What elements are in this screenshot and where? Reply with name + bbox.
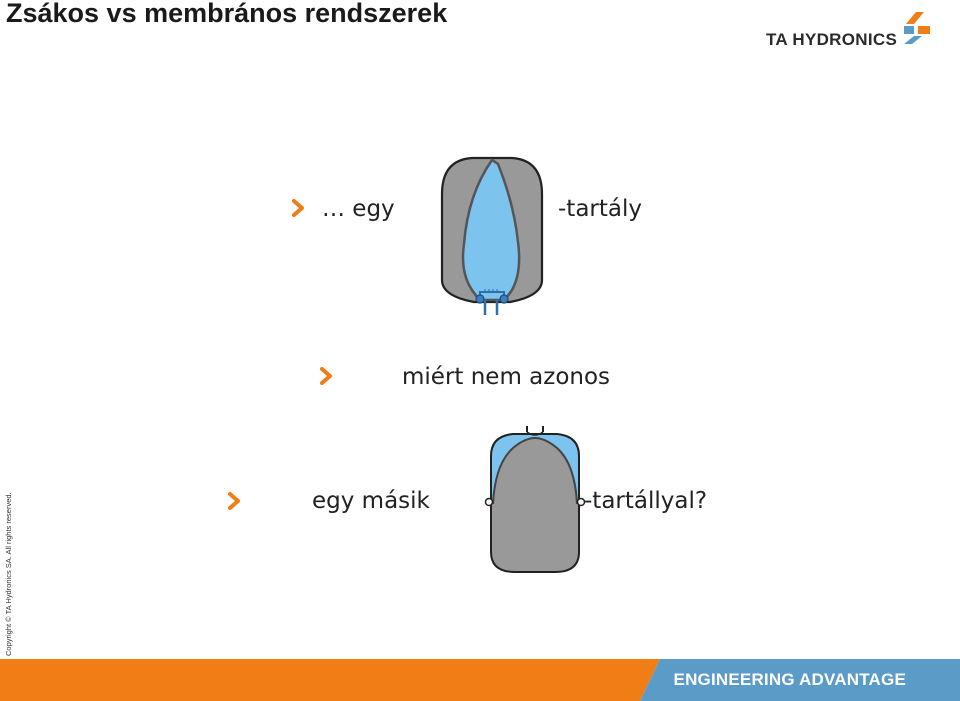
bullet-1-left-text: … egy bbox=[322, 196, 395, 222]
bullet-3-right-text: -tartállyal? bbox=[584, 488, 708, 514]
footer-bar bbox=[0, 659, 960, 701]
bullet-1-right-text: -tartály bbox=[558, 196, 642, 222]
slide-title: Zsákos vs membrános rendszerek bbox=[6, 0, 448, 28]
chevron-right-icon bbox=[320, 367, 332, 385]
copyright-notice: Copyright © TA Hydronics SA. All rights … bbox=[4, 492, 13, 656]
ta-hydronics-logo: TA HYDRONICS bbox=[766, 10, 936, 50]
membrane-tank-illustration bbox=[484, 426, 586, 573]
ta-hydronics-logo-icon bbox=[904, 12, 930, 44]
chevron-right-icon bbox=[228, 492, 240, 510]
logo-text: TA HYDRONICS bbox=[766, 30, 898, 49]
bag-tank-illustration bbox=[440, 156, 544, 315]
bullet-3-left-text: egy másik bbox=[312, 488, 430, 514]
footer-tagline: ENGINEERING ADVANTAGE bbox=[673, 670, 906, 689]
chevron-right-icon bbox=[292, 199, 304, 217]
bullet-2-text: miért nem azonos bbox=[402, 364, 611, 390]
